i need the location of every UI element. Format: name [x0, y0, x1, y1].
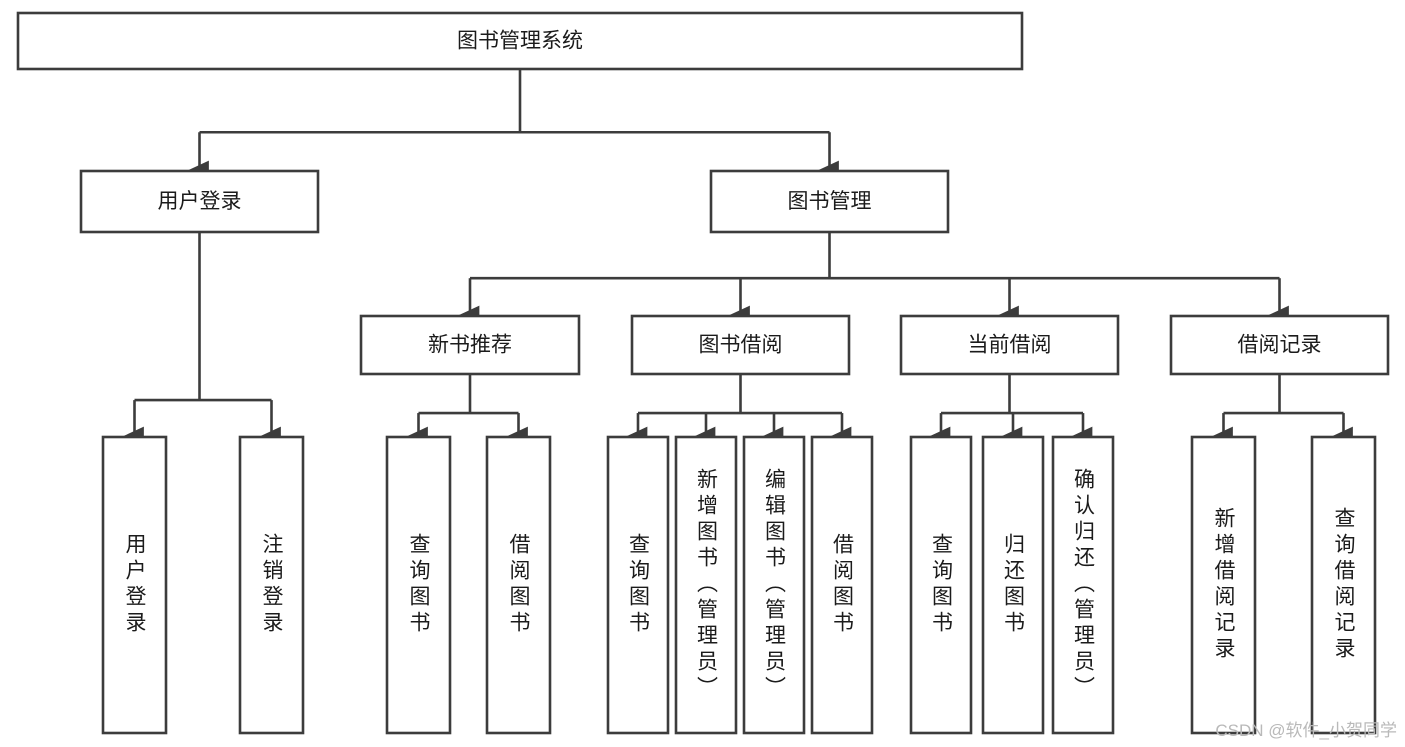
node-box-book-borrow[interactable] — [630, 314, 851, 376]
node-box-leaf-confirm-return-admin[interactable] — [1051, 435, 1115, 735]
node-box-leaf-query-book-recommend[interactable] — [385, 435, 452, 735]
watermark-text: CSDN @软件_小贺同学 — [1215, 721, 1397, 740]
node-label-borrow-record: 借阅记录 — [1238, 334, 1322, 357]
node-box-leaf-add-borrow-record[interactable] — [1190, 435, 1257, 735]
node-boxes — [16, 11, 1390, 735]
node-label-new-book-recommend: 新书推荐 — [428, 334, 512, 357]
node-box-leaf-query-book-borrow[interactable] — [606, 435, 670, 735]
node-label-current-borrow: 当前借阅 — [968, 334, 1052, 357]
connector-lines — [123, 69, 1353, 446]
node-box-current-borrow[interactable] — [899, 314, 1120, 376]
node-box-leaf-add-book-admin[interactable] — [674, 435, 738, 735]
node-label-book-management: 图书管理 — [788, 190, 872, 213]
node-box-leaf-query-borrow-record[interactable] — [1310, 435, 1377, 735]
node-box-new-book-recommend[interactable] — [359, 314, 581, 376]
node-label-root: 图书管理系统 — [457, 30, 583, 53]
node-label-book-borrow: 图书借阅 — [699, 334, 783, 357]
node-box-user-login[interactable] — [79, 169, 320, 234]
node-box-leaf-return-book[interactable] — [981, 435, 1045, 735]
node-box-leaf-logout[interactable] — [238, 435, 305, 735]
node-box-root[interactable] — [16, 11, 1024, 71]
node-box-leaf-edit-book-admin[interactable] — [742, 435, 806, 735]
node-box-borrow-record[interactable] — [1169, 314, 1390, 376]
node-box-leaf-query-book-current[interactable] — [909, 435, 973, 735]
node-box-leaf-borrow-book-recommend[interactable] — [485, 435, 552, 735]
node-box-leaf-user-login[interactable] — [101, 435, 168, 735]
node-box-leaf-borrow-book[interactable] — [810, 435, 874, 735]
node-label-user-login: 用户登录 — [158, 190, 242, 213]
node-box-book-management[interactable] — [709, 169, 950, 234]
